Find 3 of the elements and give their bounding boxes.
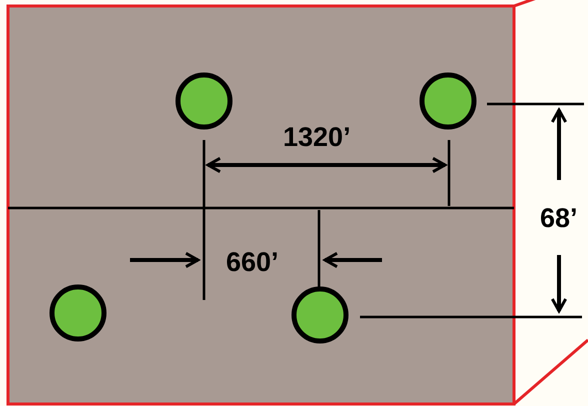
dimension-label: 1320’ [283,122,351,152]
dimension-label: 660’ [226,247,279,277]
dimension-label: 68’ [540,203,578,233]
